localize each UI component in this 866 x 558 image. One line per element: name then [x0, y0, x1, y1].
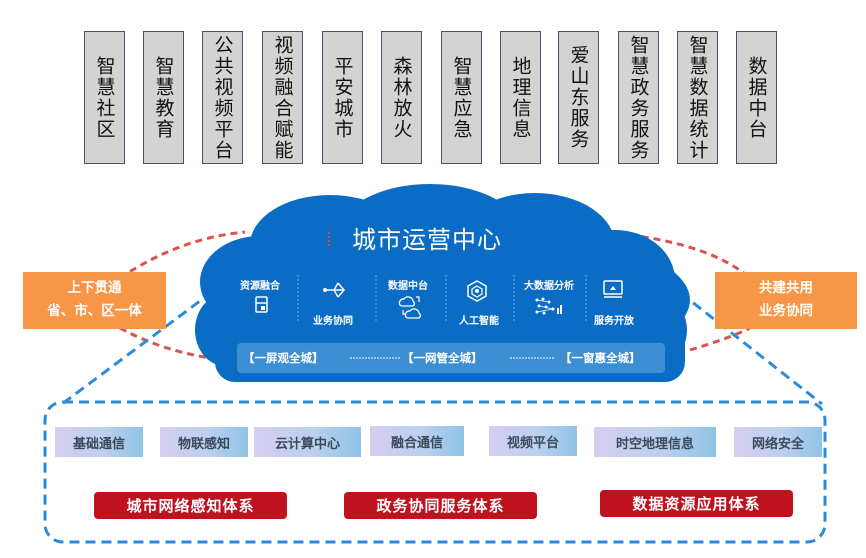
module-box[interactable]: 数据中台 — [736, 31, 777, 164]
module-label: 智慧应急 — [450, 55, 473, 140]
right-side-line: 业务协同 — [759, 303, 813, 319]
infrastructure-chip[interactable]: 融合通信 — [370, 426, 464, 456]
left-side-line: 省、市、区一体 — [47, 303, 142, 319]
red-dashed-arc-bottom-right — [689, 326, 751, 352]
slogan-label: 【一网管全城】 — [402, 351, 483, 365]
monitor-icon — [602, 280, 624, 304]
left-side-label: 上下贯通 省、市、区一体 — [23, 272, 166, 329]
infrastructure-chip[interactable]: 视频平台 — [489, 426, 577, 456]
right-side-line: 共建共用 — [759, 280, 813, 296]
module-box[interactable]: 智慧数据统计 — [677, 31, 718, 164]
right-side-label: 共建共用 业务协同 — [715, 272, 857, 329]
cloud-sync-icon — [396, 293, 424, 325]
slogan-bar — [237, 343, 665, 373]
module-label: 地理信息 — [509, 55, 532, 140]
module-label: 公共视频平台 — [211, 34, 234, 161]
server-icon — [254, 296, 270, 318]
infrastructure-chip[interactable]: 物联感知 — [160, 427, 248, 457]
system-button[interactable]: 政务协同服务体系 — [344, 492, 537, 519]
module-label: 智慧社区 — [93, 55, 116, 140]
red-dashed-arc-top-left — [119, 230, 246, 280]
cloud-title: 城市运营中心 — [352, 226, 502, 254]
capability-label: 人工智能 — [459, 316, 499, 327]
module-box[interactable]: 地理信息 — [500, 31, 541, 164]
module-label: 智慧数据统计 — [686, 34, 709, 161]
module-label: 视频融合赋能 — [271, 34, 294, 161]
module-box[interactable]: 森林放火 — [381, 31, 422, 164]
left-side-line: 上下贯通 — [67, 280, 122, 296]
module-box[interactable]: 平安城市 — [322, 31, 363, 164]
infrastructure-chip[interactable]: 基础通信 — [55, 427, 143, 457]
capability-label: 服务开放 — [594, 316, 634, 327]
network-hexagon-icon — [466, 280, 488, 306]
capability-label: 数据中台 — [388, 281, 428, 292]
system-button[interactable]: 数据资源应用体系 — [600, 490, 793, 517]
module-label: 数据中台 — [745, 55, 768, 140]
module-box[interactable]: 爱山东服务 — [558, 31, 599, 164]
share-icon — [322, 280, 348, 304]
module-box[interactable]: 智慧教育 — [143, 31, 184, 164]
data-analysis-icon — [533, 296, 565, 320]
module-label: 智慧教育 — [152, 55, 175, 140]
module-box[interactable]: 公共视频平台 — [202, 31, 243, 164]
capability-label: 大数据分析 — [524, 281, 574, 292]
module-box[interactable]: 视频融合赋能 — [262, 31, 303, 164]
red-dashed-arc-bottom-left — [119, 326, 211, 360]
system-button[interactable]: 城市网络感知体系 — [94, 492, 287, 519]
module-label: 爱山东服务 — [567, 45, 590, 150]
infrastructure-chip[interactable]: 时空地理信息 — [594, 427, 716, 457]
blue-dashed-line-right — [667, 281, 823, 406]
module-box[interactable]: 智慧应急 — [441, 31, 482, 164]
slogan-label: 【一窗惠全城】 — [560, 351, 641, 365]
module-box[interactable]: 智慧社区 — [84, 31, 125, 164]
infrastructure-chip[interactable]: 云计算中心 — [254, 427, 361, 457]
module-box[interactable]: 智慧政务服务 — [618, 31, 659, 164]
capability-label: 业务协同 — [313, 316, 353, 327]
infrastructure-chip[interactable]: 网络安全 — [734, 427, 822, 457]
module-label: 森林放火 — [390, 55, 413, 140]
infrastructure-dashed-box — [43, 400, 827, 544]
module-label: 平安城市 — [331, 55, 354, 140]
module-label: 智慧政务服务 — [627, 34, 650, 161]
capability-label: 资源融合 — [240, 281, 280, 292]
slogan-label: 【一屏观全城】 — [243, 351, 324, 365]
